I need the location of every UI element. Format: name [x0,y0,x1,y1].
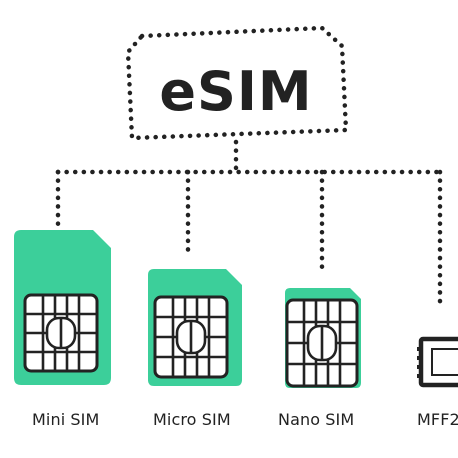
connector-lines [55,139,443,311]
micro-sim-label: Micro SIM [153,410,231,429]
nano-sim-chip [285,298,359,388]
mini-sim-chip [23,293,99,373]
mini-sim-label: Mini SIM [32,410,100,429]
nano-sim-card [285,288,361,388]
micro-sim-chip [153,295,229,379]
mff2-label: MFF2 [417,410,458,429]
nano-sim-label: Nano SIM [278,410,355,429]
esim-title: eSIM [159,60,313,123]
esim-dotted-frame [125,25,349,141]
mff2-chip [417,336,458,388]
mini-sim-card [14,230,111,385]
micro-sim-card [148,269,242,386]
